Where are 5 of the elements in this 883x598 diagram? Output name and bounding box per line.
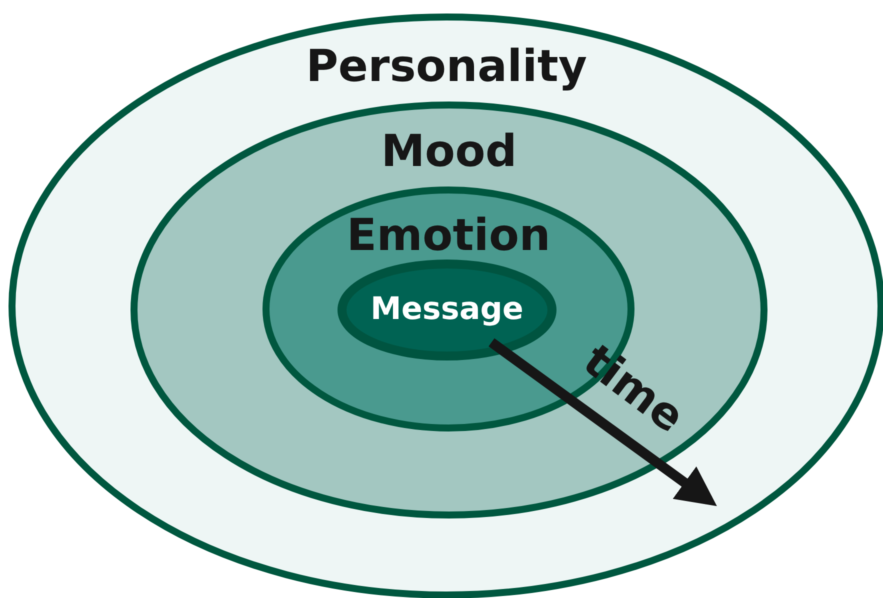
ellipse-label: Message: [370, 294, 524, 325]
ellipse-label: Emotion: [346, 214, 550, 258]
ellipse-label: Mood: [381, 130, 517, 174]
arrow: [488, 338, 717, 506]
ellipse-label: Personality: [306, 45, 588, 89]
